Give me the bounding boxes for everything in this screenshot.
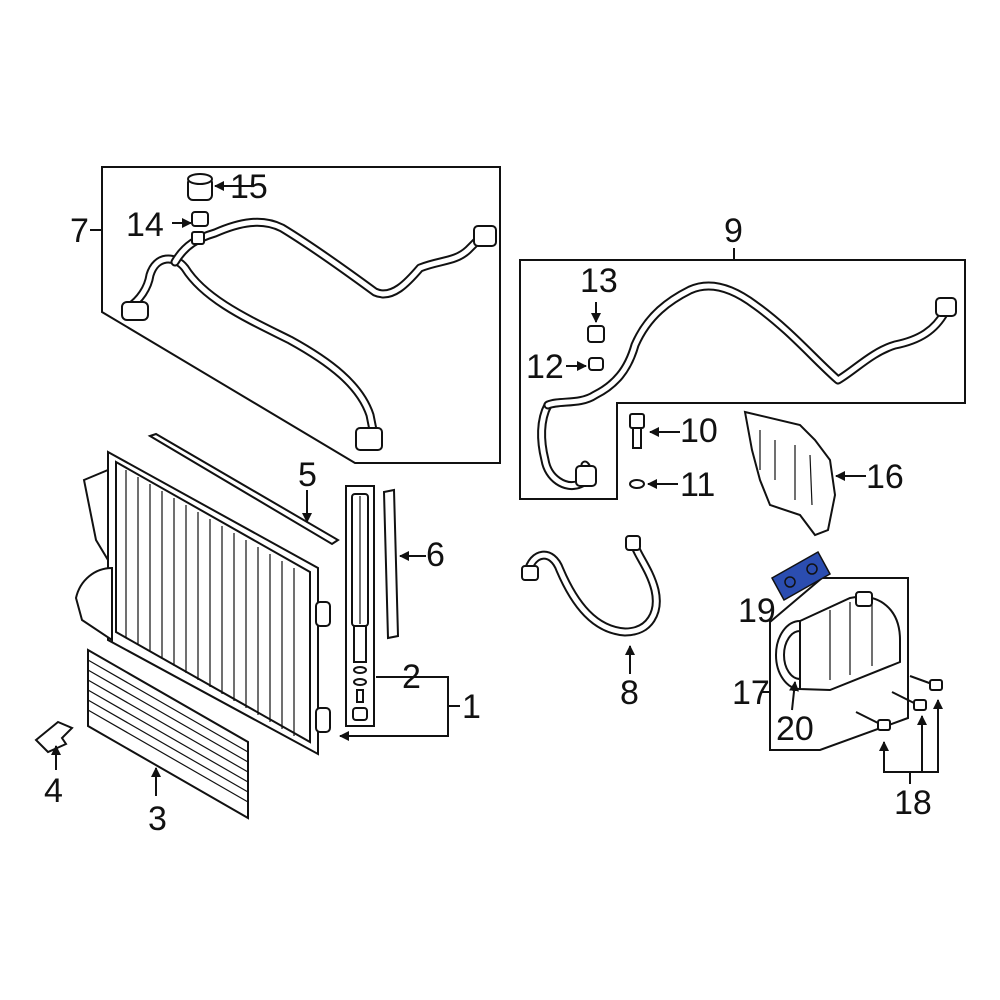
hose-assembly-group-7[interactable] <box>101 166 501 464</box>
callout-20[interactable]: 20 <box>776 710 814 748</box>
callout-14[interactable]: 14 <box>126 206 164 244</box>
hose-assembly-group-9[interactable] <box>519 259 966 500</box>
heat-shield-16[interactable] <box>743 410 837 537</box>
callout-11[interactable]: 11 <box>680 466 715 504</box>
cap-13-icon[interactable] <box>587 325 605 343</box>
callout-8[interactable]: 8 <box>620 674 639 712</box>
bolts-18[interactable] <box>855 675 943 731</box>
callout-10[interactable]: 10 <box>680 412 718 450</box>
hose-8[interactable] <box>521 535 661 637</box>
callout-3[interactable]: 3 <box>148 800 167 838</box>
callout-6[interactable]: 6 <box>426 536 445 574</box>
pressure-switch-10[interactable] <box>629 413 645 449</box>
callout-5[interactable]: 5 <box>298 456 317 494</box>
callout-19[interactable]: 19 <box>738 592 776 630</box>
callout-13[interactable]: 13 <box>580 262 618 300</box>
cap-14-icon[interactable] <box>191 211 209 227</box>
callout-17[interactable]: 17 <box>732 674 770 712</box>
clip-4[interactable] <box>34 720 74 754</box>
air-deflector-3[interactable] <box>87 648 249 820</box>
sealing-washer-19-highlighted[interactable] <box>770 550 832 602</box>
o-ring-11-icon[interactable] <box>629 479 645 489</box>
callout-16[interactable]: 16 <box>866 458 904 496</box>
seal-6[interactable] <box>382 488 400 640</box>
callout-1[interactable]: 1 <box>462 688 481 726</box>
seal-5[interactable] <box>147 432 340 546</box>
compressor-20[interactable] <box>775 591 901 692</box>
cap-12-icon[interactable] <box>588 357 604 371</box>
callout-7[interactable]: 7 <box>70 212 89 250</box>
receiver-drier-2[interactable] <box>345 485 375 727</box>
callout-9[interactable]: 9 <box>724 212 743 250</box>
condenser-1[interactable] <box>74 450 331 756</box>
callout-18[interactable]: 18 <box>894 784 932 822</box>
callout-2[interactable]: 2 <box>402 658 421 696</box>
callout-4[interactable]: 4 <box>44 772 63 810</box>
callout-12[interactable]: 12 <box>526 348 564 386</box>
callout-15[interactable]: 15 <box>230 168 268 206</box>
